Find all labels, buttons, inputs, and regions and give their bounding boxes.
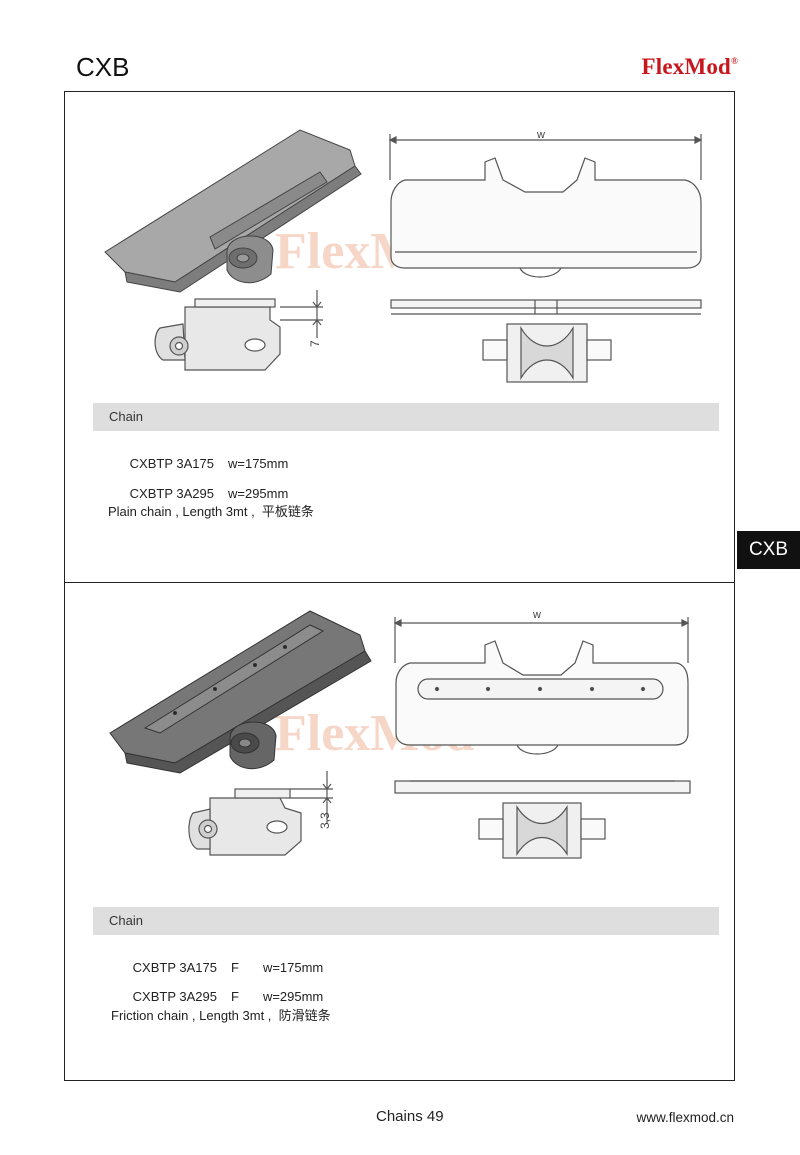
friction-chain-drawings: FlexMod (109, 609, 691, 859)
page-header-title: CXB (76, 52, 130, 82)
front-view-drawing (388, 134, 703, 383)
front-view-drawing (393, 617, 691, 859)
plain-chain-panel: FlexMod (65, 92, 736, 582)
product-frame: FlexMod (64, 91, 735, 1081)
width-dimension: w (532, 609, 541, 621)
width-dimension: w (536, 129, 545, 141)
iso-plate-drawing (109, 610, 372, 774)
website-link[interactable]: www.flexmod.cn (636, 1110, 734, 1125)
side-tab[interactable]: CXB (737, 531, 800, 569)
section-label: Chain (109, 913, 143, 928)
chain-description: Plain chain , Length 3mt , 平板链条 (108, 504, 314, 519)
panel-divider (65, 582, 734, 583)
plain-chain-drawings: FlexMod (104, 129, 703, 383)
page-number: Chains 49 (376, 1108, 444, 1125)
section-bar: Chain (93, 403, 719, 431)
side-view-drawing (188, 771, 333, 856)
section-label: Chain (109, 409, 143, 424)
brand-logo: FlexMod® (641, 54, 738, 79)
section-bar: Chain (93, 907, 719, 935)
friction-chain-panel: FlexMod (65, 583, 736, 1080)
height-dimension: 3,3 (318, 812, 332, 829)
side-view-drawing (154, 290, 323, 371)
chain-description: Friction chain , Length 3mt , 防滑链条 (111, 1008, 331, 1023)
height-dimension: 7 (308, 340, 322, 347)
iso-plate-drawing (104, 129, 362, 293)
